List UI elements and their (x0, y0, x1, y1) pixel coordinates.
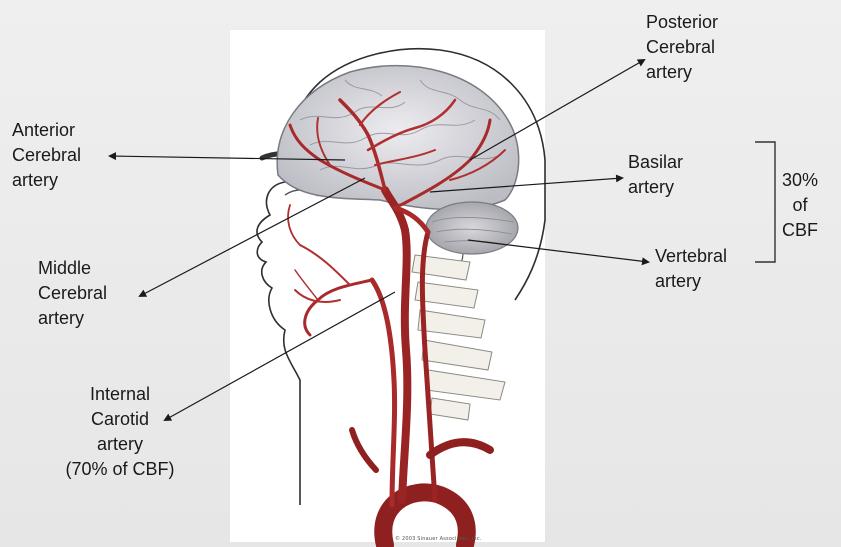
label-line: artery (655, 269, 727, 294)
label-line: Basilar (628, 150, 683, 175)
label-line: artery (646, 60, 718, 85)
label-cbf-share: 30% of CBF (782, 168, 818, 243)
label-line: artery (628, 175, 683, 200)
label-line: Posterior (646, 10, 718, 35)
label-posterior-cerebral-artery: Posterior Cerebral artery (646, 10, 718, 85)
label-line: CBF (782, 218, 818, 243)
cerebellum (426, 202, 518, 254)
label-line: artery (12, 168, 81, 193)
label-line: Carotid (40, 407, 200, 432)
label-vertebral-artery: Vertebral artery (655, 244, 727, 294)
label-line: Cerebral (38, 281, 107, 306)
label-line: artery (40, 432, 200, 457)
label-internal-carotid-artery: Internal Carotid artery (70% of CBF) (40, 382, 200, 482)
label-anterior-cerebral-artery: Anterior Cerebral artery (12, 118, 81, 193)
label-middle-cerebral-artery: Middle Cerebral artery (38, 256, 107, 331)
label-line: of (782, 193, 818, 218)
label-line: artery (38, 306, 107, 331)
cbf-bracket (755, 142, 775, 262)
label-line: Internal (40, 382, 200, 407)
copyright-notice: © 2003 Sinauer Associates, Inc. (395, 536, 481, 542)
label-line: Anterior (12, 118, 81, 143)
label-basilar-artery: Basilar artery (628, 150, 683, 200)
label-line: 30% (782, 168, 818, 193)
label-line: Vertebral (655, 244, 727, 269)
label-line: Middle (38, 256, 107, 281)
label-line: (70% of CBF) (40, 457, 200, 482)
label-line: Cerebral (12, 143, 81, 168)
label-line: Cerebral (646, 35, 718, 60)
